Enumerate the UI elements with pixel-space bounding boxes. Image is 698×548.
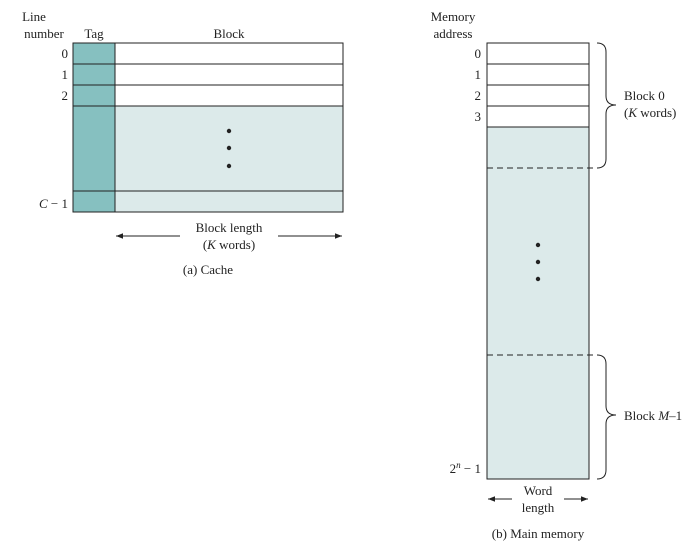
block-0-units: (K words) — [624, 105, 676, 120]
block-length-units: (K words) — [203, 237, 255, 252]
cache-block-rows-top — [114, 42, 344, 107]
line-number-header-line2: number — [24, 26, 64, 41]
memory-address-header-line1: Memory — [431, 9, 476, 24]
cache-diagram: Line number Tag Block 0 1 2 C − 1 Block … — [22, 9, 344, 277]
block-length-label: Block length — [196, 220, 263, 235]
block-column-header: Block — [213, 26, 245, 41]
block-0-brace — [596, 42, 617, 169]
memory-address-header-line2: address — [434, 26, 473, 41]
word-length-label: Word — [524, 483, 553, 498]
memory-address-label: 3 — [475, 109, 482, 124]
cache-last-line-label: C − 1 — [39, 196, 68, 211]
memory-address-label: 2 — [475, 88, 482, 103]
memory-words-shaded — [486, 126, 590, 480]
memory-last-address-label: 2n − 1 — [450, 460, 481, 476]
cache-line-label: 1 — [62, 67, 69, 82]
memory-address-label: 1 — [475, 67, 482, 82]
block-0-label: Block 0 — [624, 88, 665, 103]
block-m-brace — [596, 354, 617, 480]
word-length-label-line2: length — [522, 500, 555, 515]
main-memory-diagram: Memory address 0 1 2 3 2n − 1 Block 0 (K… — [431, 9, 683, 541]
memory-address-label: 0 — [475, 46, 482, 61]
cache-line-label: 2 — [62, 88, 69, 103]
cache-tag-column — [72, 42, 116, 213]
cache-caption: (a) Cache — [183, 262, 233, 277]
line-number-header-line1: Line — [22, 9, 46, 24]
tag-column-header: Tag — [84, 26, 104, 41]
block-m-label: Block M–1 — [624, 408, 682, 423]
cache-ellipsis — [226, 128, 232, 169]
main-memory-caption: (b) Main memory — [492, 526, 585, 541]
cache-block-rows-shaded — [114, 105, 344, 213]
memory-ellipsis — [535, 242, 541, 282]
cache-line-label: 0 — [62, 46, 69, 61]
